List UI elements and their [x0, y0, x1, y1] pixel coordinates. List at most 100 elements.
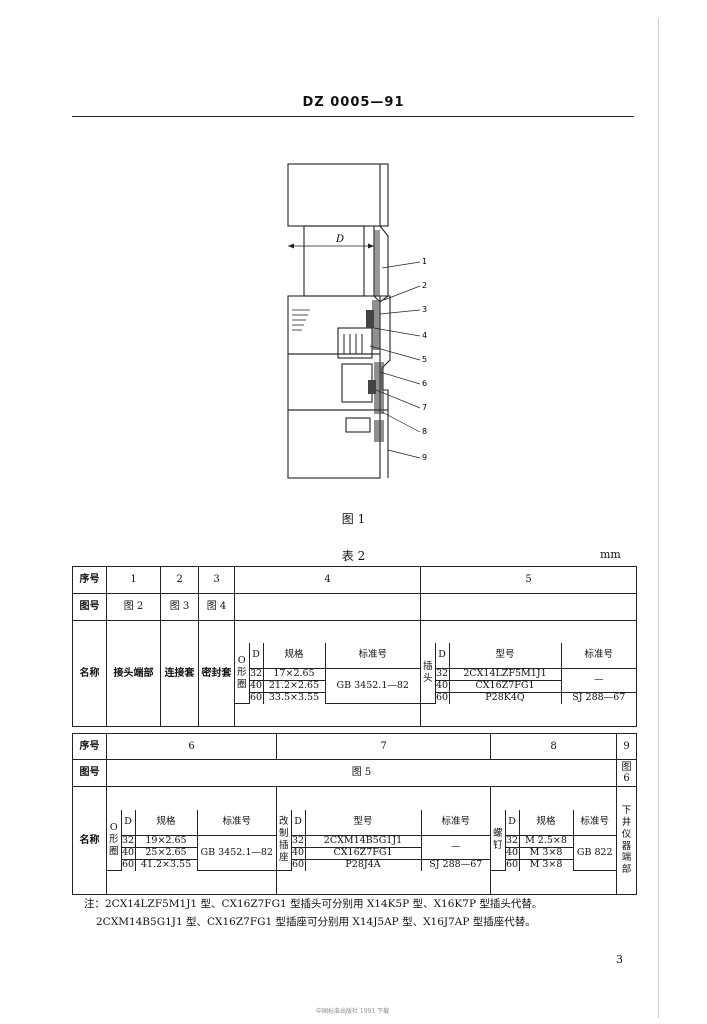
- col4-h-d: D: [248, 642, 264, 670]
- col6-d: 60: [121, 858, 136, 871]
- row-label-name: 名称: [72, 620, 107, 727]
- fig-9: 图 6: [616, 759, 637, 787]
- col7-d: 60: [291, 858, 306, 871]
- col4-spec: 21.2×2.65: [262, 680, 325, 693]
- col4-d: 60: [249, 691, 264, 704]
- callout-9: 9: [422, 453, 427, 462]
- table-2-part-1: 序号 1 2 3 4 5 图号 图 2 图 3 图 4 名称 接头端部 连接套 …: [72, 566, 637, 727]
- col7-model: 2CXM14B5G1J1: [304, 835, 422, 849]
- col8-spec: M 3×8: [518, 858, 573, 871]
- seq-7: 7: [276, 733, 491, 760]
- col7-h-model: 型号: [304, 809, 422, 837]
- col9-name: 下井仪器端部: [616, 786, 637, 895]
- col7-model: P28J4A: [304, 858, 422, 871]
- col6-d: 40: [121, 847, 136, 860]
- col7-model: CX16Z7FG1: [304, 847, 421, 860]
- col7-h-std: 标准号: [420, 809, 490, 837]
- fig-4: [234, 593, 421, 621]
- col8-h-d: D: [504, 809, 520, 837]
- fig-1: 图 2: [106, 593, 161, 621]
- name-1: 接头端部: [106, 620, 161, 727]
- callout-1: 1: [422, 257, 427, 266]
- callout-3: 3: [422, 305, 427, 314]
- name-3: 密封套: [198, 620, 235, 727]
- seq-5: 5: [420, 566, 637, 594]
- callout-7: 7: [422, 403, 427, 412]
- page-number: 3: [616, 953, 623, 966]
- seq-9: 9: [616, 733, 637, 760]
- fig-6-8: 图 5: [106, 759, 617, 787]
- col7-side-label: 改制插座: [278, 816, 289, 863]
- col5-h-std: 标准号: [560, 642, 636, 670]
- col6-spec: 41.2×3.55: [134, 858, 197, 871]
- col5-standard: —: [560, 668, 636, 693]
- col8-standard: GB 822: [572, 835, 616, 872]
- seq-1: 1: [106, 566, 161, 594]
- col6-h-d: D: [120, 809, 136, 837]
- col8-side-label: 螺钉: [492, 828, 503, 851]
- standard-code-header: DZ 0005—91: [302, 95, 405, 110]
- col5-model: 2CX14LZF5M1J1: [448, 668, 562, 682]
- col7-d: 32: [291, 835, 306, 849]
- col4-d: 32: [249, 668, 264, 682]
- col5-side-label: 插头: [422, 661, 433, 684]
- row-label-name-2: 名称: [72, 786, 107, 895]
- seq-6: 6: [106, 733, 277, 760]
- callout-5: 5: [422, 355, 427, 364]
- table-2-part-2: 序号 6 7 8 9 图号 图 5 图 6 名称 O形圈 D 规格 标准号 32…: [72, 733, 637, 895]
- row-label-fig: 图号: [72, 593, 107, 621]
- callout-6: 6: [422, 379, 427, 388]
- col6-spec: 19×2.65: [134, 835, 198, 849]
- footer-text: 中国标准出版社 1991 下载: [316, 1008, 390, 1015]
- seq-8: 8: [490, 733, 617, 760]
- seq-4: 4: [234, 566, 421, 594]
- col8-h-spec: 规格: [518, 809, 574, 837]
- name-2: 连接套: [160, 620, 199, 727]
- col5-model: P28K4Q: [448, 691, 562, 704]
- fig-3: 图 4: [198, 593, 235, 621]
- col4-h-std: 标准号: [324, 642, 420, 670]
- fig-2: 图 3: [160, 593, 199, 621]
- callout-4: 4: [422, 331, 427, 340]
- col4-d: 40: [249, 680, 264, 693]
- col5-d: 40: [435, 680, 450, 693]
- col8-spec: M 3×8: [518, 847, 573, 860]
- table-caption: 表 2: [341, 549, 366, 563]
- page-edge-line: [658, 18, 659, 1018]
- figure-1-drawing: D 1 2 3 4 5 6 7 8 9: [287, 163, 427, 479]
- row-label-fig-2: 图号: [72, 759, 107, 787]
- col6-side-label: O形圈: [108, 822, 119, 857]
- dimension-d-label: D: [335, 234, 344, 245]
- fig-5: [420, 593, 637, 621]
- col5-h-model: 型号: [448, 642, 562, 670]
- col5-model: CX16Z7FG1: [448, 680, 561, 693]
- callout-8: 8: [422, 427, 427, 436]
- col8-d: 32: [505, 835, 520, 849]
- note-line-2: 2CXM14B5G1J1 型、CX16Z7FG1 型插座可分别用 X14J5AP…: [96, 916, 536, 928]
- col7-h-d: D: [290, 809, 306, 837]
- callout-2: 2: [422, 281, 427, 290]
- col4-spec: 33.5×3.55: [262, 691, 325, 704]
- col4-standard: GB 3452.1—82: [324, 668, 420, 705]
- col4-side-label: O形圈: [236, 655, 247, 690]
- col8-h-std: 标准号: [572, 809, 616, 837]
- col6-standard: GB 3452.1—82: [196, 835, 276, 872]
- col7-standard: —: [420, 835, 490, 860]
- header-rule: [72, 116, 634, 117]
- col5-h-d: D: [434, 642, 450, 670]
- col7-d: 40: [291, 847, 306, 860]
- seq-3: 3: [198, 566, 235, 594]
- figure-caption: 图 1: [341, 512, 366, 526]
- seq-2: 2: [160, 566, 199, 594]
- col8-d: 40: [505, 847, 520, 860]
- col4-spec: 17×2.65: [262, 668, 326, 682]
- col6-h-std: 标准号: [196, 809, 276, 837]
- row-label-seq: 序号: [72, 566, 107, 594]
- col8-d: 60: [505, 858, 520, 871]
- col9-name-text: 下井仪器端部: [621, 804, 632, 876]
